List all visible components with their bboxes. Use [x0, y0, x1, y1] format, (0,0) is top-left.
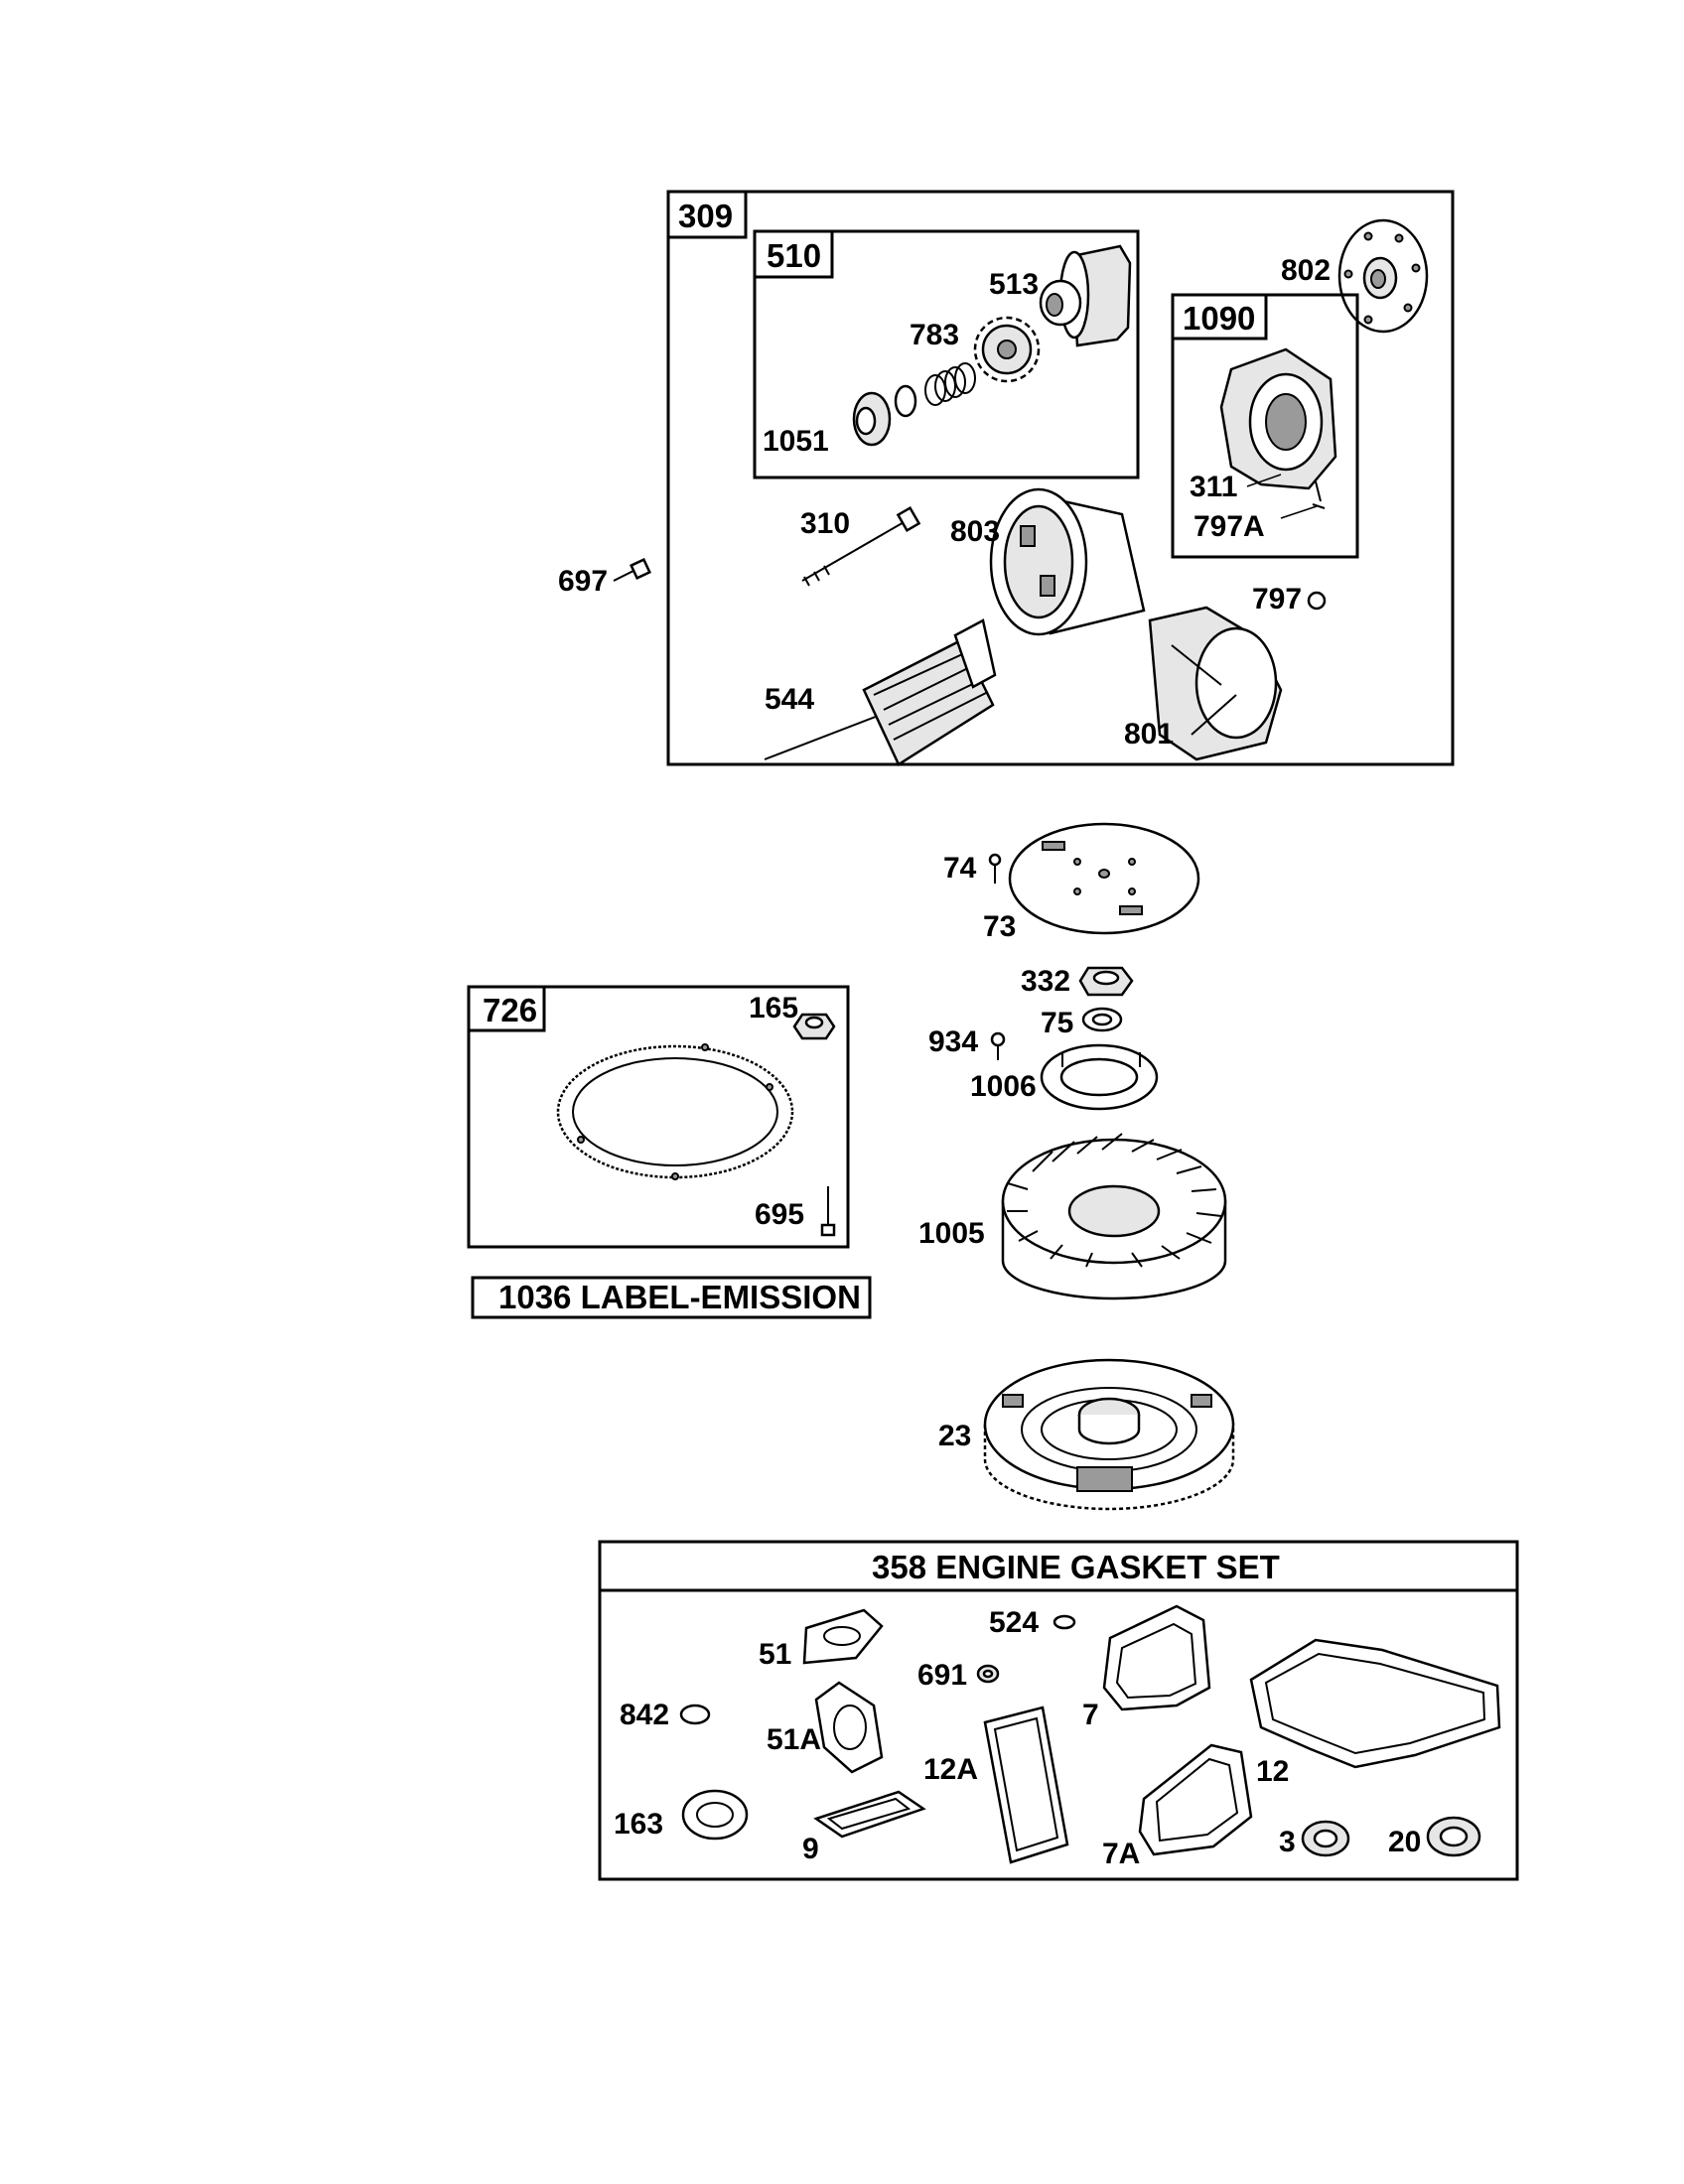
brush-holder-part [1219, 347, 1337, 509]
seal-3-part [1301, 1820, 1350, 1857]
part-label-1051: 1051 [763, 425, 829, 458]
emission-label-text: 1036 LABEL-EMISSION [498, 1279, 861, 1315]
part-label-51A: 51A [767, 1723, 821, 1756]
part-label-1005: 1005 [918, 1217, 985, 1250]
part-label-20: 20 [1388, 1826, 1421, 1858]
part-label-12A: 12A [923, 1753, 978, 1786]
part-label-310: 310 [800, 507, 850, 540]
drive-housing-part [1039, 244, 1132, 347]
part-label-934: 934 [928, 1025, 978, 1058]
part-label-783: 783 [910, 319, 959, 351]
part-label-802: 802 [1281, 254, 1331, 287]
end-plate-part [1337, 218, 1429, 334]
drive-group-frame [753, 229, 1140, 479]
gasket-12-part [1249, 1638, 1501, 1769]
screw-697-part [613, 558, 651, 582]
part-label-73: 73 [983, 910, 1016, 943]
gasket-7-part [1102, 1604, 1211, 1711]
part-label-12: 12 [1256, 1755, 1289, 1788]
drive-group-tag-box [753, 229, 834, 279]
part-label-311: 311 [1190, 471, 1237, 503]
seal-691-part [976, 1664, 1000, 1684]
flywheel-stack: 74 73 332 75 934 1006 [918, 822, 1235, 1511]
part-label-75: 75 [1041, 1007, 1073, 1039]
emission-label-box: 1036 LABEL-EMISSION [471, 1276, 872, 1319]
gasket-set-group: 358 ENGINE GASKET SET 51 524 691 842 51A [598, 1540, 1519, 1881]
drive-collar-part [852, 391, 892, 447]
part-label-23: 23 [938, 1420, 971, 1452]
part-label-695: 695 [755, 1198, 804, 1231]
part-label-797A: 797A [1193, 510, 1265, 543]
ring-gear-group: 726 165 695 [467, 985, 850, 1249]
ring-gear-group-number: 726 [483, 992, 537, 1028]
part-label-163: 163 [614, 1808, 663, 1841]
gasket-12A-part [983, 1706, 1069, 1864]
starter-group-number: 309 [678, 198, 733, 234]
part-label-803: 803 [950, 515, 1000, 548]
flywheel-23-part [983, 1358, 1235, 1511]
o-ring-842-part [679, 1704, 711, 1725]
part-label-1006: 1006 [970, 1070, 1037, 1103]
gasket-set-title: 358 ENGINE GASKET SET [872, 1549, 1280, 1585]
starter-group-tag-box [666, 190, 748, 239]
plate-73-part [1008, 822, 1200, 935]
leader-797A [1280, 505, 1318, 519]
nut-165-part [792, 1013, 836, 1040]
part-label-51: 51 [759, 1638, 791, 1671]
washer-75-part [1081, 1007, 1123, 1032]
brush-group-number: 1090 [1183, 300, 1255, 337]
gasket-set-frame [598, 1540, 1519, 1881]
gasket-51-part [802, 1608, 884, 1665]
part-label-842: 842 [620, 1699, 669, 1731]
o-ring-524-part [1052, 1614, 1076, 1630]
gasket-163-part [681, 1789, 749, 1841]
through-bolt-part [801, 505, 921, 587]
gasket-51A-part [814, 1681, 884, 1774]
end-cap-part [1148, 606, 1283, 761]
nut-797-part [1307, 591, 1327, 611]
part-label-7A: 7A [1102, 1838, 1140, 1870]
starter-cup-part [1040, 1043, 1159, 1111]
drive-group-number: 510 [767, 237, 821, 274]
screw-74-part [988, 853, 1002, 884]
part-label-3: 3 [1279, 1826, 1296, 1858]
part-label-544: 544 [765, 683, 814, 716]
ring-gear-group-frame [467, 985, 850, 1249]
part-label-165: 165 [749, 992, 798, 1024]
part-label-7: 7 [1082, 1699, 1099, 1731]
part-label-797: 797 [1252, 583, 1302, 615]
gasket-9-part [813, 1790, 926, 1839]
emission-label-frame [471, 1276, 872, 1319]
drive-spring-part [924, 362, 976, 406]
seal-20-part [1426, 1816, 1481, 1857]
screw-934-part [990, 1031, 1006, 1060]
part-label-332: 332 [1021, 965, 1070, 998]
starter-group: 309 510 513 783 [558, 190, 1455, 766]
bolt-695-part [820, 1186, 836, 1237]
part-label-697: 697 [558, 565, 608, 598]
ring-gear-group-tag-box [467, 985, 546, 1032]
part-label-513: 513 [989, 268, 1039, 301]
part-label-524: 524 [989, 1606, 1039, 1639]
drive-washer-part [894, 384, 917, 418]
pinion-gear-part [973, 316, 1041, 383]
part-label-74: 74 [943, 852, 977, 885]
brush-group-tag-box [1171, 293, 1268, 341]
ring-gear-part [556, 1043, 794, 1180]
leader-311 [1246, 474, 1282, 487]
part-label-691: 691 [917, 1659, 967, 1692]
starter-group-frame [666, 190, 1455, 766]
motor-housing-part [989, 487, 1146, 636]
part-label-801: 801 [1124, 718, 1174, 751]
nut-332-part [1078, 966, 1134, 997]
gasket-7A-part [1138, 1743, 1253, 1856]
armature-part [764, 618, 997, 766]
part-label-9: 9 [802, 1833, 819, 1865]
fan-1005-part [1001, 1133, 1227, 1300]
